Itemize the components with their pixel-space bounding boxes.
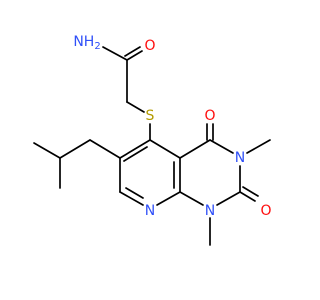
bond-c4a-c5	[149, 139, 181, 159]
atom-amide-nh2: NH2	[73, 34, 100, 52]
bond-ch2-ch	[59, 139, 91, 159]
bond-c4a-c4	[179, 139, 211, 159]
bond-ch-me1	[33, 142, 61, 159]
bond-c5-c6	[119, 139, 151, 159]
atom-thio-s: S	[146, 108, 155, 124]
bond-amide-c-o	[126, 50, 143, 61]
bond-c6-ch2	[89, 139, 121, 159]
atom-amide-o: O	[144, 38, 155, 54]
atom-n1: N	[205, 203, 215, 219]
bond-n3-methyl	[246, 139, 271, 154]
bond-c7-n8	[119, 191, 144, 206]
bond-n8-c8a	[156, 191, 181, 206]
bond-ch2-s	[126, 101, 145, 113]
bond-c2-n1	[216, 191, 241, 206]
bond-amide-c-o-2	[124, 46, 141, 57]
bond-c2-o	[239, 191, 256, 202]
atom-c4-o: O	[204, 108, 215, 124]
bond-n1-c8a	[179, 191, 204, 206]
bond-c5-c6-inner	[123, 146, 148, 162]
atom-c2-o: O	[260, 203, 271, 219]
molecule-structure: NH2 O S O N O N N	[33, 34, 272, 246]
atom-labels: NH2 O S O N O N N	[73, 34, 271, 219]
bond-amide-c-n	[102, 46, 128, 61]
bond-c2-o-2	[242, 186, 259, 197]
bond-c4-n3	[209, 139, 234, 154]
bond-c7-n8-inner	[125, 187, 144, 199]
atom-n8: N	[145, 203, 155, 219]
atom-n3: N	[235, 150, 245, 166]
molecule-canvas: NH2 O S O N O N N	[33, 34, 272, 246]
bonds	[33, 46, 271, 246]
